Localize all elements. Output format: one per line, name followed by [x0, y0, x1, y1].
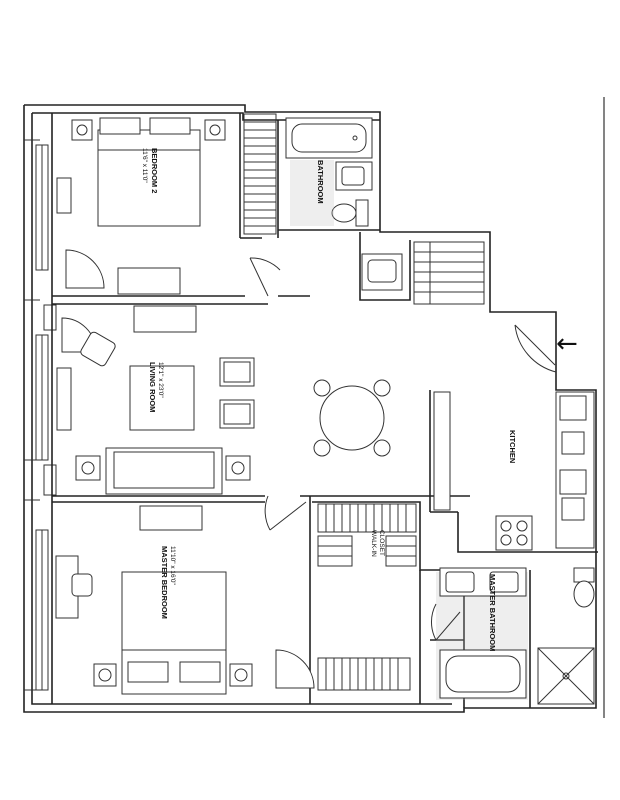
master-bath-door [430, 603, 461, 641]
bedroom2-label: BEDROOM 2 [150, 148, 159, 193]
kitchen-island [433, 391, 451, 511]
living-console [133, 305, 197, 333]
master-bedroom-door [264, 495, 307, 531]
walk-in-closet-label-group: WALK-IN CLOSET [370, 530, 385, 557]
master-nightstand [93, 663, 253, 687]
master-bed [121, 571, 227, 695]
side-table [75, 455, 251, 481]
entry-door [514, 324, 557, 373]
bathroom-toilet [331, 199, 369, 227]
windows [35, 144, 57, 691]
nightstand [71, 119, 226, 141]
kitchen-label: KITCHEN [508, 430, 517, 463]
shower [537, 647, 595, 705]
living-bench [56, 367, 72, 431]
coffee-table [129, 365, 195, 431]
bathroom-label-group: BATHROOM [316, 160, 325, 204]
master-desk [55, 555, 93, 619]
walk-in-closet-label-2: CLOSET [378, 530, 385, 556]
kitchen-counter [555, 391, 595, 549]
laundry-closet [361, 241, 485, 305]
cooktop [495, 515, 533, 551]
bathroom-tile [290, 160, 334, 226]
bathroom-label: BATHROOM [316, 160, 325, 204]
master-toilet [573, 567, 595, 608]
master-bedroom-label: MASTER BEDROOM [160, 546, 169, 619]
master-vanity [439, 567, 527, 597]
living-room-dims: 12'1" x 23'0" [157, 362, 164, 398]
master-closet [317, 657, 411, 691]
master-bedroom-dims: 11'10" x 16'0" [169, 546, 176, 585]
bedroom2-dresser [117, 267, 181, 295]
master-bedroom-label-group: MASTER BEDROOM 11'10" x 16'0" [160, 546, 176, 619]
dining-table [313, 379, 391, 457]
master-bathtub [439, 649, 527, 699]
sofa [105, 447, 223, 495]
exterior-walls [23, 104, 597, 713]
living-armchair [61, 317, 116, 367]
master-bathroom-label: MASTER BATHROOM [488, 574, 497, 651]
living-room-label-group: LIVING ROOM 12'1" x 23'0" [148, 362, 164, 412]
dining-chair [219, 357, 255, 429]
bedroom2-dims: 11'6" x 11'0" [141, 148, 148, 183]
bathroom-sink [335, 161, 373, 191]
walk-in-closet-label-1: WALK-IN [370, 530, 377, 557]
bedroom2-armchair [65, 249, 105, 289]
interior-walls [51, 113, 598, 708]
living-room-label: LIVING ROOM [148, 362, 157, 412]
master-dresser [139, 505, 203, 531]
bedroom2-bench [56, 177, 72, 214]
bathtub [285, 117, 373, 159]
bedroom2-door [249, 257, 281, 297]
walk-in-closet-shelves [317, 503, 417, 567]
entry-arrow-icon: ← [556, 329, 578, 359]
master-armchair [275, 649, 315, 689]
bedroom2-bed [97, 117, 201, 227]
bedroom2-label-group: BEDROOM 2 11'6" x 11'0" [141, 148, 159, 193]
bedroom2-closet [243, 113, 277, 235]
master-bathroom-label-group: MASTER BATHROOM [488, 574, 497, 651]
kitchen-label-group: KITCHEN [508, 430, 517, 463]
